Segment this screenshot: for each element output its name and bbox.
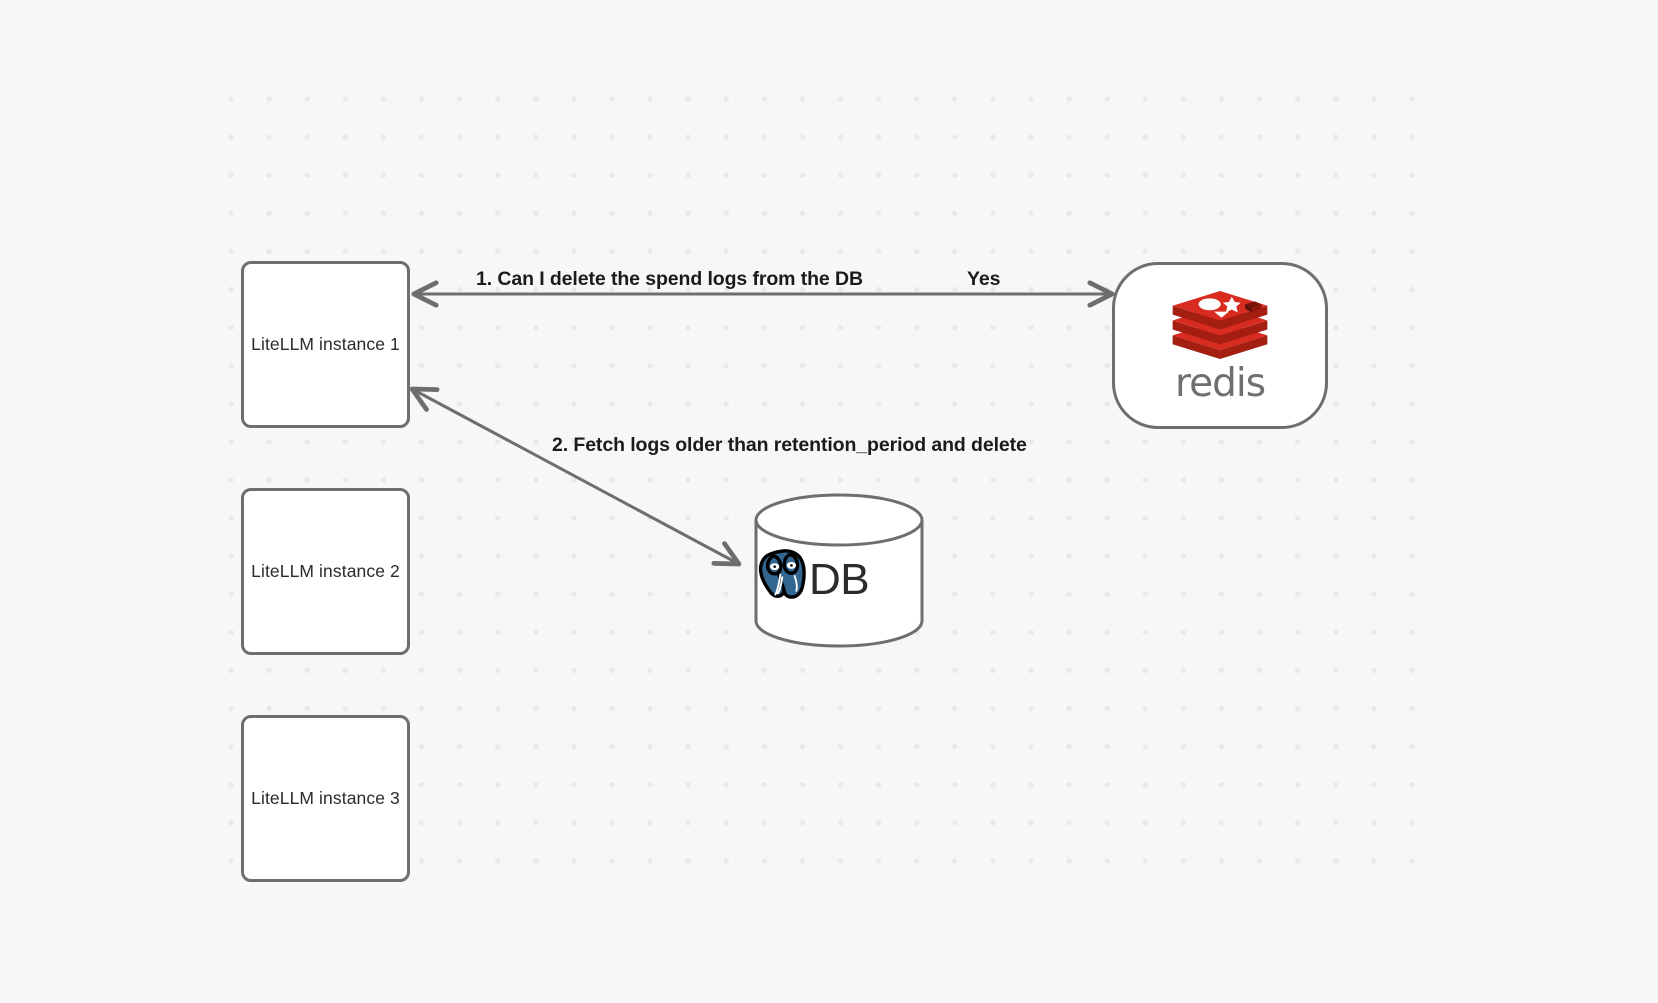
redis-logo-icon (1172, 290, 1268, 359)
node-litellm-instance-2-label: LiteLLM instance 2 (251, 561, 400, 581)
node-litellm-instance-1[interactable]: LiteLLM instance 1 (241, 261, 410, 428)
redis-wordmark: redis (1174, 360, 1266, 406)
node-litellm-instance-3-label: LiteLLM instance 3 (251, 788, 400, 808)
node-redis[interactable]: redis (1112, 262, 1328, 429)
edge-2-label: 2. Fetch logs older than retention_perio… (552, 434, 1027, 456)
node-litellm-instance-2[interactable]: LiteLLM instance 2 (241, 488, 410, 655)
node-database[interactable]: DB (753, 492, 925, 649)
postgresql-elephant-icon (758, 549, 806, 599)
edge-1-label: 1. Can I delete the spend logs from the … (476, 268, 863, 290)
node-litellm-instance-3[interactable]: LiteLLM instance 3 (241, 715, 410, 882)
database-label: DB (808, 555, 870, 604)
edge-1-reply-label: Yes (967, 268, 1001, 290)
node-litellm-instance-1-label: LiteLLM instance 1 (251, 334, 400, 354)
edge-litellm1-db (414, 390, 737, 563)
cylinder-shape-icon (754, 493, 924, 648)
